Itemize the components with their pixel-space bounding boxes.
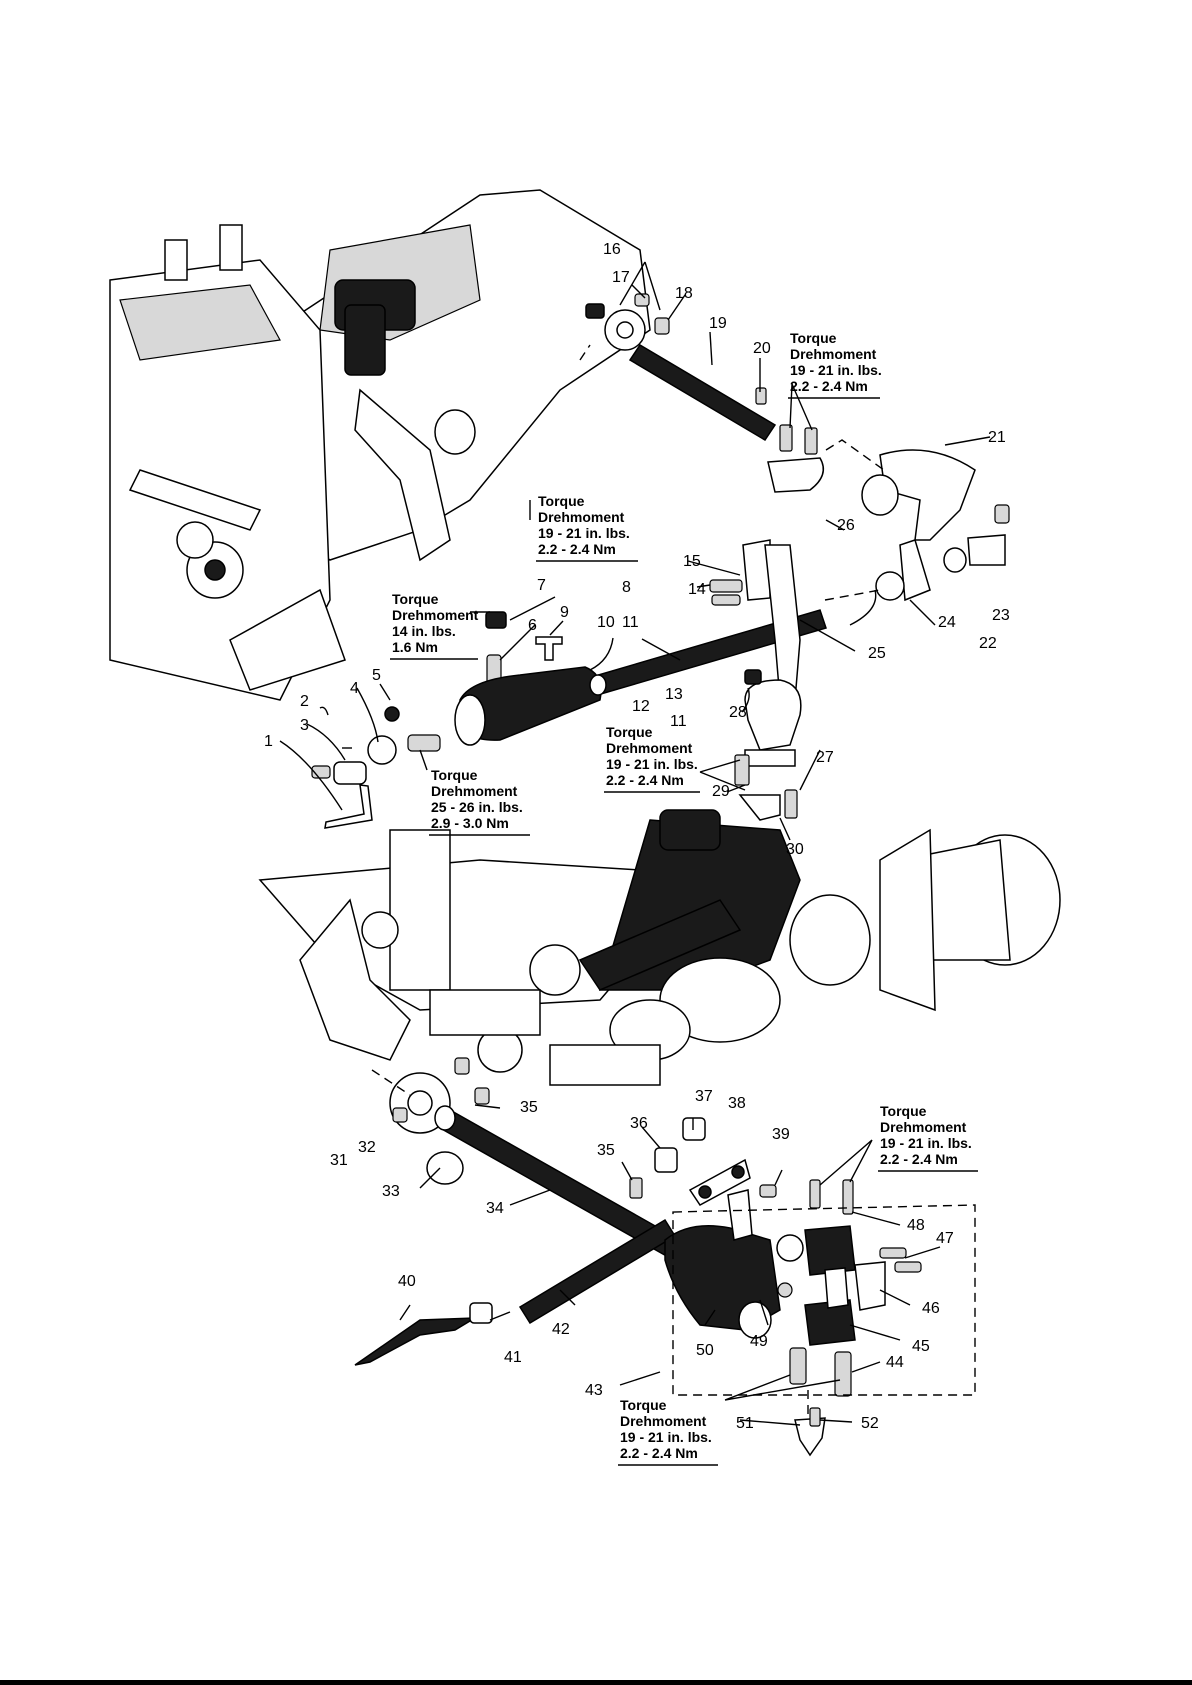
part-label-36: 36 [630, 1115, 648, 1132]
svg-text:2.2 - 2.4 Nm: 2.2 - 2.4 Nm [790, 378, 868, 394]
part-label-16: 16 [603, 241, 621, 258]
svg-text:Drehmoment: Drehmoment [620, 1413, 707, 1429]
svg-text:Drehmoment: Drehmoment [606, 740, 693, 756]
svg-text:19 - 21 in. lbs.: 19 - 21 in. lbs. [880, 1135, 972, 1151]
torque-note-2: Torque Drehmoment 19 - 21 in. lbs. 2.2 -… [536, 493, 638, 562]
part-label-34: 34 [486, 1200, 504, 1217]
part-label-18: 18 [675, 285, 693, 302]
upper-exploded-parts [311, 293, 1010, 829]
part-label-40: 40 [398, 1273, 416, 1290]
part-label-31: 31 [330, 1152, 348, 1169]
part-label-30: 30 [786, 841, 804, 858]
svg-text:Torque: Torque [538, 493, 585, 509]
part-label-28: 28 [729, 704, 747, 721]
part-label-47: 47 [936, 1230, 954, 1247]
part-label-43: 43 [585, 1382, 603, 1399]
part-label-50: 50 [696, 1342, 714, 1359]
svg-text:Drehmoment: Drehmoment [538, 509, 625, 525]
svg-text:19 - 21 in. lbs.: 19 - 21 in. lbs. [606, 756, 698, 772]
part-label-33: 33 [382, 1183, 400, 1200]
part-label-21: 21 [988, 429, 1006, 446]
svg-text:2.9 - 3.0 Nm: 2.9 - 3.0 Nm [431, 815, 509, 831]
svg-text:Torque: Torque [431, 767, 478, 783]
torque-note-1: Torque Drehmoment 19 - 21 in. lbs. 2.2 -… [788, 330, 882, 399]
part-label-32: 32 [358, 1139, 376, 1156]
part-number-labels: 1 2 3 4 5 6 7 8 9 10 11 11 12 13 14 15 1… [264, 241, 1010, 1432]
dashed-leaders [371, 344, 976, 1420]
svg-text:19 - 21 in. lbs.: 19 - 21 in. lbs. [620, 1429, 712, 1445]
svg-text:Torque: Torque [620, 1397, 667, 1413]
part-label-1: 1 [264, 733, 273, 750]
part-label-35b: 35 [597, 1142, 615, 1159]
part-label-35a: 35 [520, 1099, 538, 1116]
part-label-20: 20 [753, 340, 771, 357]
svg-text:Drehmoment: Drehmoment [880, 1119, 967, 1135]
svg-text:Drehmoment: Drehmoment [431, 783, 518, 799]
part-label-17: 17 [612, 269, 630, 286]
part-label-29: 29 [712, 783, 730, 800]
svg-text:2.2 - 2.4 Nm: 2.2 - 2.4 Nm [880, 1151, 958, 1167]
svg-text:14 in. lbs.: 14 in. lbs. [392, 623, 456, 639]
torque-note-5: Torque Drehmoment 25 - 26 in. lbs. 2.9 -… [429, 767, 530, 836]
lower-exploded-parts [354, 1057, 922, 1457]
part-label-22: 22 [979, 635, 997, 652]
svg-text:19 - 21 in. lbs.: 19 - 21 in. lbs. [538, 525, 630, 541]
part-label-9: 9 [560, 604, 569, 621]
part-label-6: 6 [528, 617, 537, 634]
svg-text:Torque: Torque [606, 724, 653, 740]
svg-text:2.2 - 2.4 Nm: 2.2 - 2.4 Nm [620, 1445, 698, 1461]
part-label-10: 10 [597, 614, 615, 631]
part-label-23: 23 [992, 607, 1010, 624]
svg-text:Torque: Torque [790, 330, 837, 346]
torque-note-7: Torque Drehmoment 19 - 21 in. lbs. 2.2 -… [618, 1397, 718, 1466]
part-label-46: 46 [922, 1300, 940, 1317]
part-label-48: 48 [907, 1217, 925, 1234]
svg-text:19 - 21 in. lbs.: 19 - 21 in. lbs. [790, 362, 882, 378]
machine-casting [109, 189, 651, 701]
part-label-38: 38 [728, 1095, 746, 1112]
part-label-24: 24 [938, 614, 956, 631]
part-label-41: 41 [504, 1349, 522, 1366]
part-label-14: 14 [688, 581, 706, 598]
part-label-51: 51 [736, 1415, 754, 1432]
part-label-37: 37 [695, 1088, 713, 1105]
mechanism-assembly [258, 809, 1061, 1086]
part-label-7: 7 [537, 577, 546, 594]
svg-text:2.2 - 2.4 Nm: 2.2 - 2.4 Nm [538, 541, 616, 557]
part-label-25: 25 [868, 645, 886, 662]
torque-note-4: Torque Drehmoment 19 - 21 in. lbs. 2.2 -… [604, 724, 700, 793]
part-label-13: 13 [665, 686, 683, 703]
part-label-5: 5 [372, 667, 381, 684]
leader-lines [279, 261, 991, 1426]
part-label-49: 49 [750, 1333, 768, 1350]
part-label-42: 42 [552, 1321, 570, 1338]
part-label-8: 8 [622, 579, 631, 596]
page-bottom-rule [0, 1680, 1192, 1685]
svg-text:Torque: Torque [392, 591, 439, 607]
part-label-52: 52 [861, 1415, 879, 1432]
svg-text:Torque: Torque [880, 1103, 927, 1119]
svg-text:1.6 Nm: 1.6 Nm [392, 639, 438, 655]
torque-note-3: Torque Drehmoment 14 in. lbs. 1.6 Nm [390, 591, 479, 660]
svg-text:25 - 26 in. lbs.: 25 - 26 in. lbs. [431, 799, 523, 815]
part-label-39: 39 [772, 1126, 790, 1143]
part-label-11a: 11 [622, 614, 639, 631]
part-label-2: 2 [300, 693, 309, 710]
part-label-15: 15 [683, 553, 701, 570]
part-label-44: 44 [886, 1354, 904, 1371]
part-label-3: 3 [300, 717, 309, 734]
svg-text:Drehmoment: Drehmoment [790, 346, 877, 362]
svg-text:2.2 - 2.4 Nm: 2.2 - 2.4 Nm [606, 772, 684, 788]
part-label-27: 27 [816, 749, 834, 766]
part-label-12: 12 [632, 698, 650, 715]
part-label-26: 26 [837, 517, 855, 534]
part-label-11b: 11 [670, 713, 687, 730]
torque-note-6: Torque Drehmoment 19 - 21 in. lbs. 2.2 -… [878, 1103, 978, 1172]
part-label-45: 45 [912, 1338, 930, 1355]
svg-text:Drehmoment: Drehmoment [392, 607, 479, 623]
part-label-4: 4 [350, 680, 359, 697]
part-label-19: 19 [709, 315, 727, 332]
